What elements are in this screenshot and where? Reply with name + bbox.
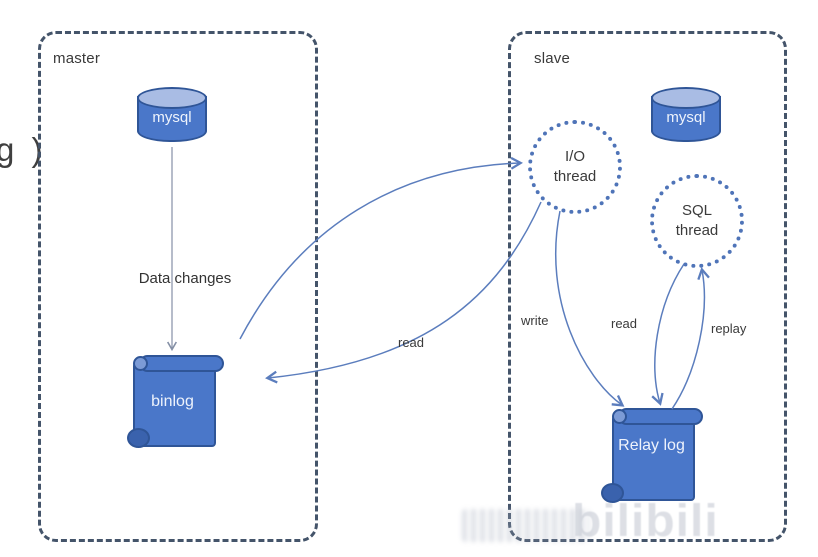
slave-mysql-label: mysql <box>666 109 706 126</box>
scroll-top-roll <box>139 355 224 372</box>
master-mysql-label: mysql <box>152 109 192 126</box>
scroll-top-curl <box>612 409 627 424</box>
read-binlog-label: read <box>398 335 425 350</box>
watermark-blur-smudge <box>462 509 590 542</box>
scroll-bottom-curl <box>601 483 624 503</box>
sql-thread-node: SQL thread <box>650 174 744 268</box>
master-title: master <box>53 50 101 67</box>
sql-thread-label: SQL thread <box>675 201 719 239</box>
write-label: write <box>521 313 549 328</box>
scroll-bottom-curl <box>127 428 150 448</box>
master-mysql-database: mysql <box>137 87 207 145</box>
scroll-top-curl <box>133 356 148 371</box>
binlog-node: binlog <box>125 354 225 450</box>
bilibili-watermark: bilibili <box>572 496 719 547</box>
relay-log-node: Relay log <box>601 407 704 503</box>
cylinder-top <box>137 87 207 109</box>
data-changes-label: Data changes <box>138 270 232 287</box>
cylinder-top <box>651 87 721 109</box>
io-thread-label: I/O thread <box>553 147 597 185</box>
left-edge-partial-text: g ) <box>0 131 47 168</box>
relay-log-label: Relay log <box>618 437 685 454</box>
read-label: read <box>611 316 638 331</box>
binlog-label: binlog <box>151 393 194 410</box>
scroll-top-roll <box>618 408 703 425</box>
slave-mysql-database: mysql <box>651 87 721 145</box>
replay-label: replay <box>711 321 747 336</box>
scroll-body <box>612 415 695 501</box>
io-thread-node: I/O thread <box>528 120 622 214</box>
slave-title: slave <box>534 50 571 67</box>
